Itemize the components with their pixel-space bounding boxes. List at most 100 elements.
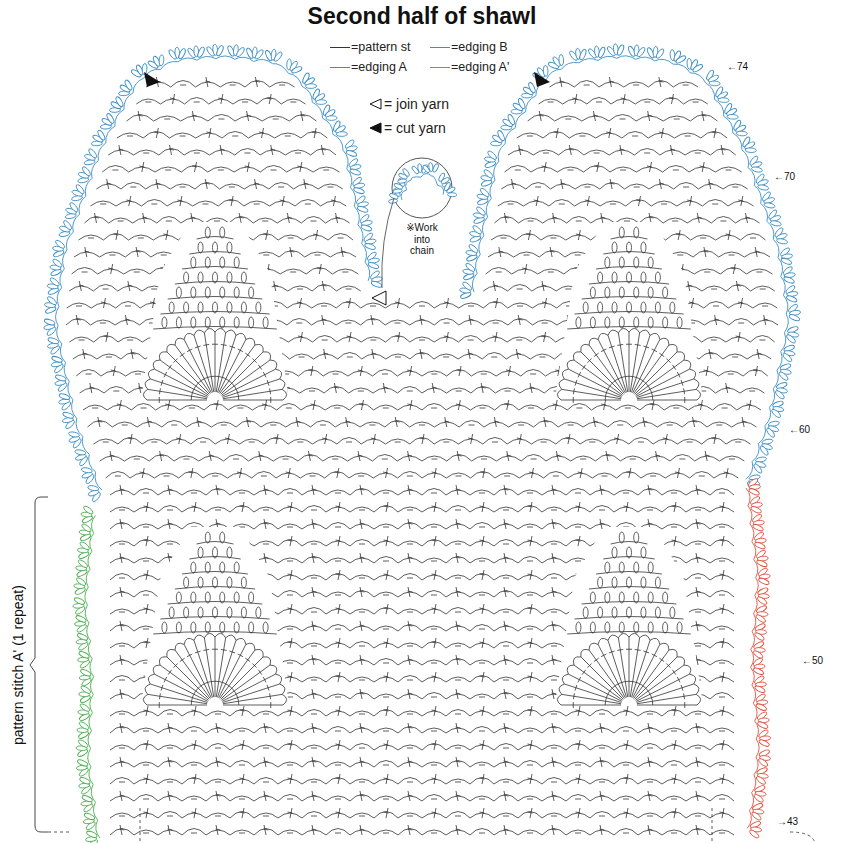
stitch-row: [110, 740, 734, 750]
callout-circle: [392, 158, 452, 218]
fan-motif: [143, 227, 286, 403]
edging-stitch: [527, 82, 536, 94]
edging-chain: [56, 56, 370, 490]
edging-stitch: [73, 596, 85, 605]
edging-stitch: [353, 187, 365, 195]
edging-stitch: [79, 541, 91, 551]
cut-yarn-symbol: [368, 121, 382, 135]
fan-motif: [143, 532, 286, 708]
edging-stitch: [462, 281, 473, 292]
legend-text: =edging B: [451, 40, 508, 54]
symbols: [30, 72, 815, 843]
edging-stitch: [675, 55, 687, 65]
legend-item: =edging A: [328, 60, 409, 74]
edging-stitch: [44, 318, 56, 326]
stitch-row: [110, 825, 734, 835]
stitch-row: [83, 400, 761, 410]
legend-swatch: [430, 67, 450, 68]
edging-stitch: [84, 812, 96, 821]
edging-stitch: [755, 775, 766, 785]
edging-stitch: [507, 114, 516, 126]
edging-stitch: [770, 220, 782, 227]
legend-item: = cut yarn: [366, 120, 448, 136]
edging-stitch: [97, 129, 106, 141]
edging-stitch: [774, 389, 785, 400]
edging-stitch: [55, 374, 67, 382]
edging-stitch: [783, 276, 795, 285]
edging-stitch: [754, 631, 766, 641]
edging-stitch: [69, 201, 80, 212]
callout-stitch: [402, 168, 410, 178]
edging-stitch: [305, 84, 316, 89]
edging-stitch: [254, 49, 264, 60]
stitch-row: [110, 808, 734, 818]
edging-stitch: [87, 485, 99, 492]
edging-stitch: [81, 523, 93, 533]
edging-stitch: [336, 132, 347, 137]
stitch-row: [94, 434, 751, 444]
stitch-row: [110, 791, 734, 801]
edging-stitch: [756, 559, 768, 568]
row-number: →43: [775, 816, 800, 828]
edging-stitch: [291, 65, 303, 74]
edging-stitch: [81, 166, 92, 177]
stitch-row: [110, 485, 734, 495]
edging-stitch: [718, 98, 729, 103]
legend-swatch: [330, 47, 350, 48]
edging-stitch: [346, 149, 358, 157]
edging-stitch: [543, 65, 548, 76]
edging-stitch: [479, 187, 490, 198]
row-number: ←70: [772, 171, 797, 183]
fan-motif: [557, 532, 700, 708]
legend-symbol: [370, 123, 381, 133]
edging-stitch: [364, 242, 376, 250]
edging-stitch: [326, 116, 337, 121]
edging-stitch: [77, 739, 89, 749]
edging-stitch: [83, 505, 95, 515]
edging-stitch: [776, 238, 788, 245]
edging-stitch: [709, 81, 720, 86]
join-yarn-symbol: [372, 291, 386, 305]
edging-stitch: [736, 131, 747, 136]
stitch-row: [110, 774, 734, 784]
edging-stitch: [757, 757, 768, 767]
edging-stitch: [579, 49, 588, 61]
edging-stitch: [483, 168, 494, 179]
edging-stitch: [782, 352, 793, 363]
edging-stitch: [765, 427, 775, 438]
edging-stitch: [472, 224, 483, 235]
edging-stitch: [115, 96, 124, 108]
edging-stitch: [75, 577, 87, 587]
edging-stitch: [75, 449, 87, 456]
legend-item: =edging B: [428, 40, 510, 54]
edging-stitch: [692, 63, 704, 73]
edging-stitch: [468, 243, 479, 254]
edging-stitch: [786, 295, 798, 304]
edging-stitch: [752, 523, 764, 532]
edging-stitch: [745, 148, 756, 153]
edging-stitch: [54, 239, 65, 250]
edging-stitch: [77, 632, 89, 641]
stitch-row: [110, 723, 734, 733]
edging-stitch: [124, 79, 133, 91]
cut-yarn-symbol: [144, 72, 160, 87]
edging-stitch: [771, 408, 782, 419]
edging-stitch: [753, 793, 764, 803]
edging-stitch: [727, 114, 738, 119]
stitch-row: [146, 77, 698, 87]
legend-item: = join yarn: [366, 96, 451, 112]
fan-motifs: [141, 222, 703, 708]
edging-stitch: [178, 48, 187, 60]
edging-stitch: [51, 355, 63, 363]
continuation-line: [48, 808, 815, 843]
edging-stitch: [79, 703, 91, 713]
edging-stitch: [475, 206, 486, 217]
edging-stitch: [755, 703, 767, 712]
edging-stitch: [62, 219, 73, 230]
pattern-rows: [66, 77, 778, 835]
repeat-bracket: [30, 497, 48, 832]
stitch-row: [110, 706, 734, 716]
stitch-row: [108, 145, 736, 155]
legend-text: =edging A: [351, 60, 407, 74]
edging-stitch: [758, 577, 770, 586]
